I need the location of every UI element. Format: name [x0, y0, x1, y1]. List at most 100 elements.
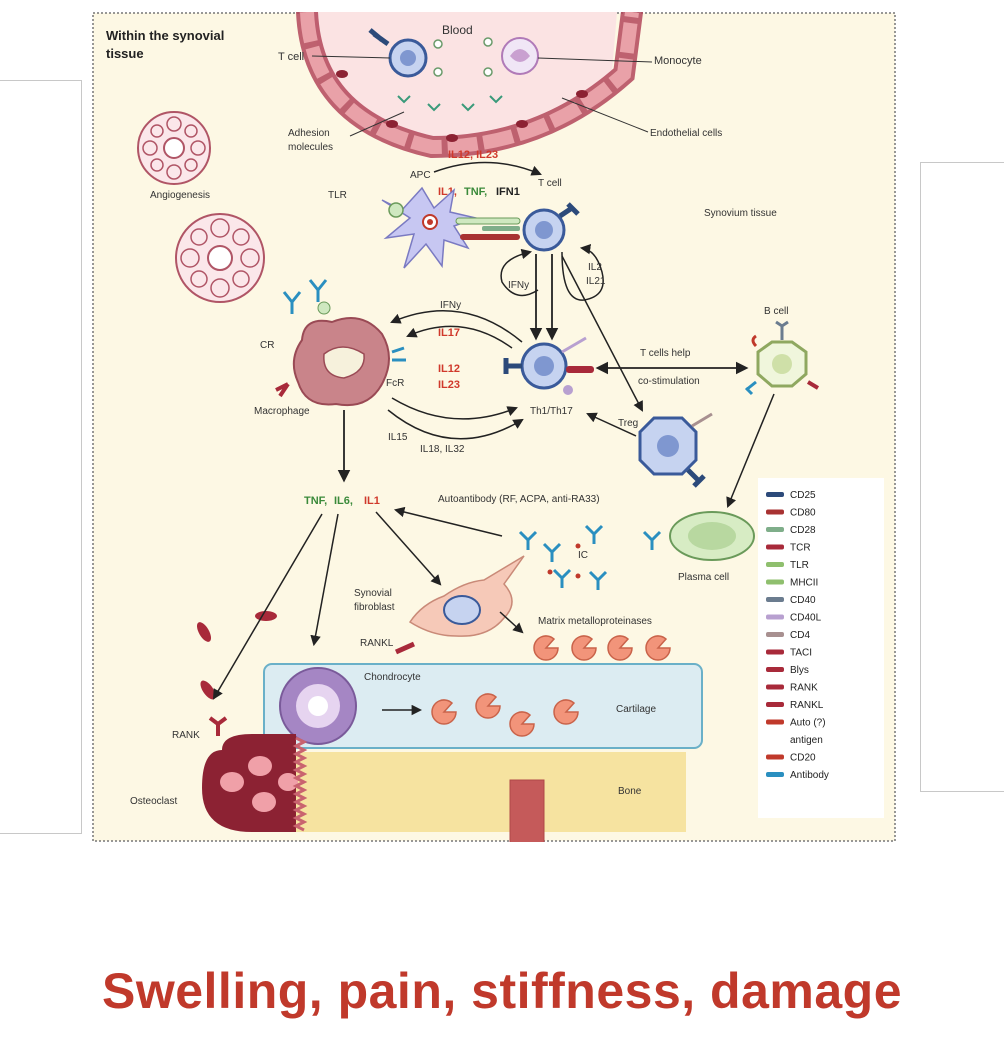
- apc-to-tcell-arrow: [433, 161, 542, 176]
- treg-to-th-arrow: [586, 412, 637, 437]
- cytokine-to-osteoclast-arrow: [212, 513, 323, 700]
- legend-label: CD40L: [790, 613, 822, 624]
- il21-label: IL21: [586, 276, 606, 287]
- legend-label: MHCII: [790, 578, 818, 589]
- legend-label: CD20: [790, 753, 816, 764]
- cd28-icon: [766, 527, 784, 532]
- osteoclast-cell: [202, 716, 308, 832]
- treg-cell: [638, 412, 713, 488]
- legend-label: TACI: [790, 648, 812, 659]
- tcell-to-treg-arrow: [561, 255, 643, 412]
- legend-label: CD28: [790, 525, 816, 536]
- left-side-box: [0, 80, 82, 834]
- il2-il21-loop: [561, 243, 604, 301]
- il17-label: IL17: [438, 327, 460, 339]
- right-side-box: [920, 162, 1004, 792]
- synapse-receptors: [455, 217, 521, 240]
- cr-label: CR: [260, 340, 274, 351]
- ifny-arrow: [390, 310, 523, 343]
- endothelial-leader: [561, 97, 649, 133]
- legend-label: Antibody: [790, 770, 829, 781]
- t-cell-mid: [522, 202, 580, 252]
- il2-label: IL2: [588, 262, 602, 273]
- cytokine-to-chondrocyte-arrow: [310, 513, 339, 647]
- angiogenesis-label: Angiogenesis: [150, 190, 210, 201]
- tnf-label: TNF,: [464, 186, 487, 198]
- t-help-label: T cells help: [640, 348, 691, 359]
- panel-title-line2: tissue: [106, 46, 144, 61]
- mhcii-icon: [766, 579, 784, 585]
- legend-label: CD4: [790, 630, 810, 641]
- legend-label: TLR: [790, 560, 809, 571]
- legend-background: [758, 478, 884, 818]
- monocyte-label: Monocyte: [654, 55, 702, 67]
- il23-label: IL23: [438, 379, 460, 391]
- ra-pathogenesis-diagram: Within the synovial tissue Blood T cell …: [92, 12, 896, 842]
- legend-label: CD80: [790, 508, 816, 519]
- legend-label: Blys: [790, 665, 809, 676]
- rankl-icon: [766, 702, 784, 707]
- legend-label: Auto (?): [790, 718, 826, 729]
- co-stim-label: co-stimulation: [638, 376, 700, 387]
- autoantibody-to-cytokine-arrow: [393, 506, 503, 537]
- cd40l-icon: [766, 614, 784, 620]
- adhesion-label-line1: Adhesion: [288, 128, 330, 139]
- ic-label: IC: [578, 550, 588, 561]
- tlr-icon: [766, 562, 784, 567]
- mmp-enzymes: [533, 635, 671, 661]
- il6-b-label: IL6,: [334, 495, 353, 507]
- taci-icon: [766, 649, 784, 655]
- chondrocyte-label: Chondrocyte: [364, 672, 421, 683]
- cd20-icon: [766, 754, 784, 760]
- adhesion-molecule-icons: [397, 95, 503, 112]
- synovial-fibroblast-cell: [408, 555, 525, 637]
- rank-label: RANK: [172, 730, 200, 741]
- monocyte-leader: [537, 57, 653, 63]
- free-antibodies: [518, 524, 662, 590]
- synovial-fib-label-line1: Synovial: [354, 588, 392, 599]
- legend-label: antigen: [790, 735, 823, 746]
- outcome-caption: Swelling, pain, stiffness, damage: [101, 963, 903, 1019]
- th1-th17-cell: [503, 336, 594, 395]
- cd4-icon: [766, 632, 784, 637]
- bone-layer: [288, 752, 686, 832]
- apc-dendritic-cell: [381, 186, 479, 269]
- synovium-label: Synovium tissue: [704, 208, 777, 219]
- bone-label: Bone: [618, 786, 642, 797]
- blood-label: Blood: [442, 23, 473, 37]
- legend-label: CD25: [790, 490, 816, 501]
- macrophage-label: Macrophage: [254, 406, 310, 417]
- adhesion-label-line2: molecules: [288, 142, 333, 153]
- fibroblast-to-mmp-arrow: [499, 611, 524, 634]
- adhesion-leader: [349, 111, 405, 137]
- cd25-icon: [766, 492, 784, 497]
- complement-dot: [317, 301, 331, 315]
- legend-label: RANK: [790, 683, 818, 694]
- plasma-label: Plasma cell: [678, 572, 729, 583]
- il12-il23-top-label: IL12, IL23: [448, 149, 498, 161]
- il15-label: IL15: [388, 432, 408, 443]
- il18-il32-label: IL18, IL32: [420, 444, 465, 455]
- rankl-icon: [394, 641, 416, 655]
- th1-th17-label: Th1/Th17: [530, 406, 573, 417]
- b-cell-label: B cell: [764, 306, 788, 317]
- cytokine-to-fibroblast-arrow: [375, 511, 442, 586]
- cd80-icon: [766, 509, 784, 515]
- bcell-to-plasma-arrow: [726, 393, 775, 508]
- cd40-icon: [766, 597, 784, 602]
- cartilage-label: Cartilage: [616, 704, 656, 715]
- t-cell-top-leader: [311, 55, 391, 59]
- il15-il18-arrow: [387, 409, 524, 440]
- down-arrow: [509, 779, 545, 842]
- il12-label: IL12: [438, 363, 460, 375]
- b-cell: [744, 320, 820, 396]
- plasma-cell: [669, 511, 755, 561]
- autoantibody-label: Autoantibody (RF, ACPA, anti-RA33): [438, 494, 600, 505]
- rankl-label: RANKL: [360, 638, 394, 649]
- cartilage-enzymes: [431, 693, 579, 737]
- endothelial-label: Endothelial cells: [650, 128, 722, 139]
- osteoclast-label: Osteoclast: [130, 796, 177, 807]
- legend-label: TCR: [790, 543, 811, 554]
- tlr-label: TLR: [328, 190, 347, 201]
- macrophage-cell: [275, 317, 406, 406]
